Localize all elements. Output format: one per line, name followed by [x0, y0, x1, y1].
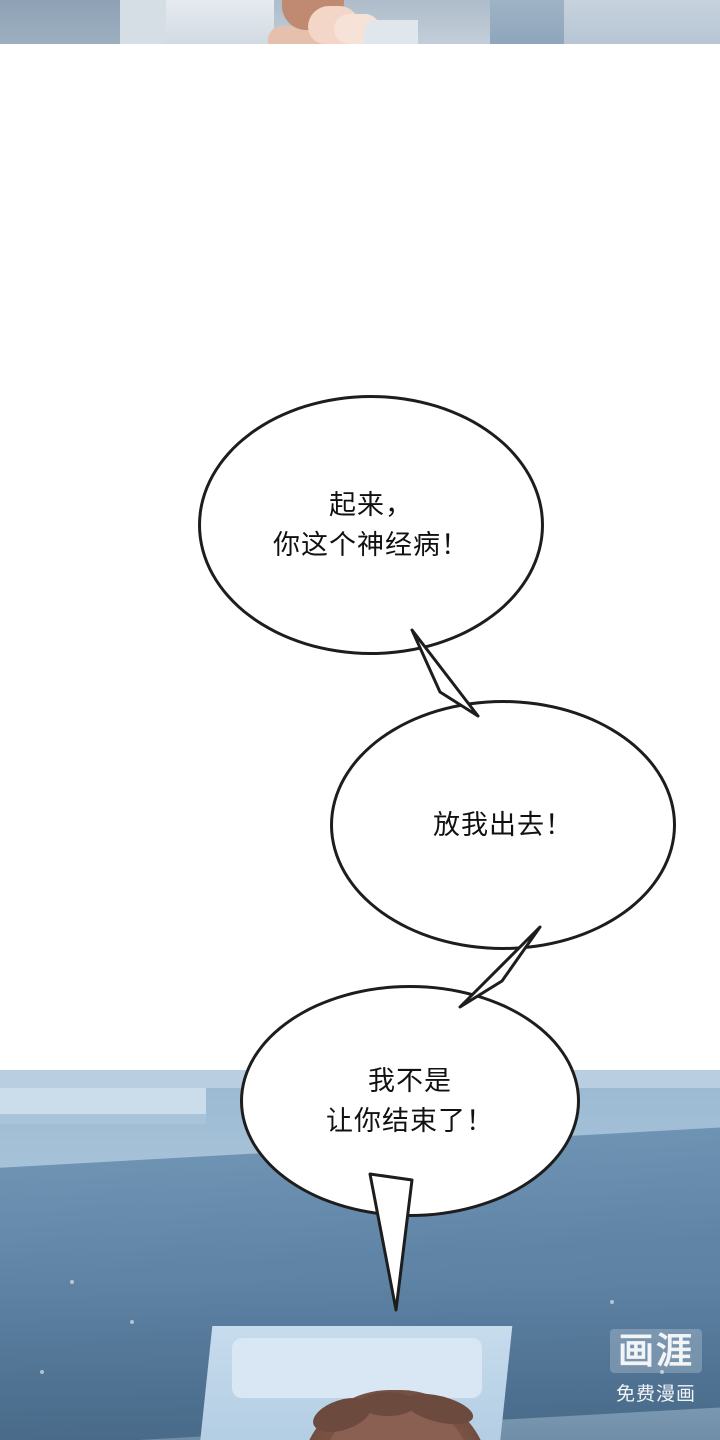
scene-ledge: [0, 1088, 206, 1114]
speech-balloon-3-text: 我不是 让你结束了！: [326, 1065, 494, 1137]
top-panel-window: [166, 0, 274, 44]
scene-speck: [40, 1370, 44, 1374]
top-panel-right-wall: [564, 0, 720, 44]
speech-balloon-2: 放我出去！: [330, 700, 676, 950]
scene-speck: [130, 1320, 134, 1324]
speech-balloon-1-text: 起来， 你这个神经病！: [273, 489, 469, 561]
balloon-tail-3: [350, 1160, 460, 1320]
top-panel-door: [490, 0, 564, 44]
scene-speck: [610, 1300, 614, 1304]
balloon-tail-2: [440, 915, 570, 1025]
watermark-logo: 画涯: [609, 1329, 702, 1373]
top-panel-light-block: [120, 0, 166, 44]
scene-speck: [660, 1370, 664, 1374]
balloon-tail-1: [400, 620, 520, 730]
top-panel-strip: [0, 0, 720, 44]
watermark: 画涯 免费漫画: [609, 1329, 702, 1406]
scene-pillow: [232, 1338, 482, 1398]
character-hair-strand: [360, 1392, 416, 1416]
speech-balloon-2-text: 放我出去！: [433, 809, 573, 840]
top-panel-left-block: [0, 0, 120, 44]
scene-speck: [70, 1280, 74, 1284]
scene-ledge-shadow: [0, 1114, 206, 1124]
speech-balloon-1: 起来， 你这个神经病！: [198, 395, 544, 655]
watermark-subtitle: 免费漫画: [615, 1384, 696, 1405]
top-panel-figure: [268, 0, 418, 44]
figure-collar: [364, 20, 418, 44]
